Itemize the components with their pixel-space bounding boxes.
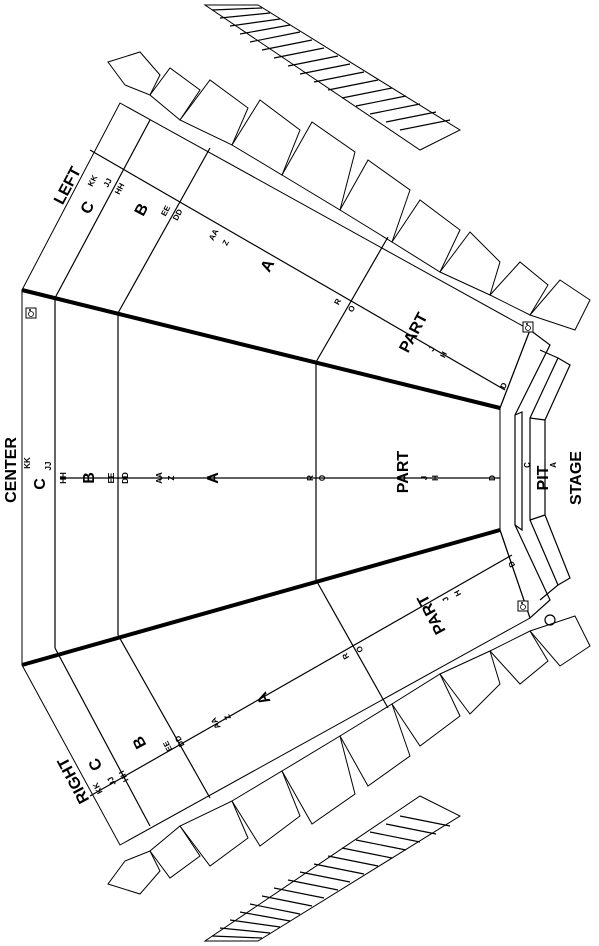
pit-row-c: C (523, 462, 532, 468)
right-row-z: Z (223, 713, 233, 722)
top-stairs (203, 4, 462, 151)
pit-label: PIT (535, 465, 552, 490)
row-ee: EE (107, 472, 116, 483)
section-label-center: CENTER (3, 437, 20, 503)
row-dd: DD (121, 472, 130, 484)
row-d: D (488, 475, 497, 481)
stage-label: STAGE (568, 451, 585, 505)
row-j: J (420, 476, 429, 480)
right-row-h: H (452, 588, 463, 598)
right-row-o: O (354, 644, 365, 654)
row-kk: KK (23, 457, 32, 469)
pit-stage-labels: C A PIT STAGE (523, 451, 585, 505)
left-row-d: D (498, 381, 509, 391)
bottom-wall-structure (107, 615, 591, 942)
part-label-center: PART (395, 451, 412, 494)
row-jj: JJ (44, 462, 53, 471)
right-aisle (21, 528, 501, 667)
left-row-h: H (438, 350, 449, 360)
left-row-j: J (427, 345, 437, 353)
left-row-z: Z (221, 238, 231, 247)
right-row-r: R (340, 651, 351, 661)
seating-floor (21, 102, 531, 846)
pit-ring-icon (544, 614, 556, 626)
row-h: H (431, 475, 440, 481)
level-b: B (81, 472, 98, 484)
row-r: R (306, 475, 315, 481)
pit-and-stage (499, 329, 571, 626)
wheelchair-icon (25, 307, 37, 319)
wheelchair-icon (517, 600, 529, 612)
left-aisle (21, 288, 501, 410)
right-row-d: D (506, 559, 517, 569)
bottom-stairs (203, 795, 462, 942)
row-z: Z (167, 475, 176, 480)
left-row-o: O (346, 304, 357, 314)
left-row-jj: JJ (102, 177, 114, 189)
center-labels: CENTER KK C JJ HH B EE DD AA Z A R O PAR… (3, 437, 497, 503)
left-row-r: R (332, 297, 343, 307)
level-c: C (32, 478, 49, 490)
wheelchair-icon (522, 321, 534, 333)
row-aa: AA (155, 472, 164, 484)
level-a: A (205, 472, 222, 484)
right-row-jj: JJ (106, 775, 118, 787)
pit-row-a: A (549, 462, 558, 468)
row-o: O (318, 475, 327, 481)
row-hh: HH (59, 472, 68, 484)
top-wall-structure (107, 4, 591, 331)
right-row-j: J (441, 595, 451, 603)
